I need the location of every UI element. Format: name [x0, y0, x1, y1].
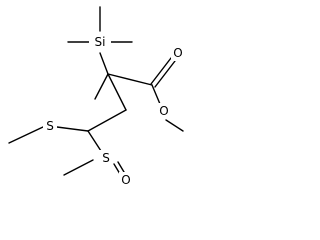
bond-s-sulfinyl-methyl [63, 159, 94, 176]
bond-carbonyl-double-2 [154, 60, 176, 88]
atom-si: Si [89, 34, 111, 50]
bond-ester-o-methyl [165, 119, 184, 132]
bond-quaternary-ch2 [107, 73, 127, 111]
bond-carbonyl-ester-o [151, 84, 161, 105]
bond-ch-s-thio [56, 126, 89, 132]
atom-s-thio: S [43, 118, 57, 134]
bond-quaternary-carbonyl [107, 73, 153, 86]
atom-s-sulfinyl: S [99, 150, 113, 166]
bond-quaternary-methyl [94, 73, 109, 100]
bond-si-quaternary-c [99, 52, 109, 75]
atom-o-carbonyl: O [171, 45, 185, 61]
atom-si-label: Si [95, 35, 106, 49]
bond-carbonyl-double-1 [150, 57, 172, 85]
atom-s-sulfinyl-label: S [102, 151, 110, 165]
bond-s-thio-methyl [8, 126, 44, 144]
atom-o-sulfinyl-label: O [121, 173, 130, 187]
chemical-structure-diagram: Si O O S S O [8, 6, 185, 188]
bond-ch-s-sulfinyl [87, 130, 102, 152]
atom-o-ester: O [157, 103, 171, 119]
atom-o-carbonyl-label: O [173, 46, 182, 60]
atom-o-ester-label: O [159, 104, 168, 118]
bond-s-o-double-2 [117, 161, 125, 173]
atom-o-sulfinyl: O [119, 172, 133, 188]
bond-ch2-ch [87, 109, 127, 132]
atom-s-thio-label: S [46, 119, 54, 133]
